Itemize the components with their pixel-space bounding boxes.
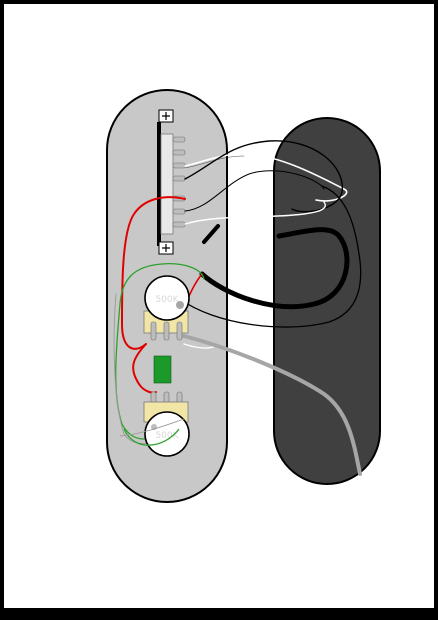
wiring-diagram-canvas: 500K 500K: [4, 4, 434, 608]
volume-pot-label: 500K: [155, 295, 179, 305]
green-wire: [115, 263, 167, 440]
switch-lugs-plate: [160, 133, 174, 235]
white-wire: [184, 170, 325, 212]
switch-lug: [172, 221, 186, 228]
pot-solder-point: [176, 301, 184, 309]
tone-pot-label: 500K: [155, 431, 179, 441]
switch-body: [157, 122, 161, 246]
green-wire: [161, 263, 205, 280]
plus-screw-icon: [158, 109, 174, 123]
wires: [113, 140, 362, 476]
switch-lug: [172, 175, 186, 182]
switch-lug: [172, 149, 186, 156]
wiring-diagram-svg: 500K 500K: [106, 89, 381, 503]
black-lead: [202, 224, 220, 244]
green-wire: [123, 428, 180, 446]
tone-pot: 500K: [143, 391, 190, 457]
plus-screw-icon: [158, 241, 174, 255]
potentiometer-icon: [144, 411, 190, 457]
black-cable: [199, 227, 350, 310]
switch-lug: [172, 162, 186, 169]
switch-lug: [172, 136, 186, 143]
capacitor-icon: [153, 355, 172, 384]
pot-lug: [163, 321, 170, 341]
white-wire: [184, 201, 326, 225]
pot-lugs: [150, 321, 183, 341]
volume-pot: 500K: [143, 275, 190, 341]
output-cable: [182, 334, 362, 476]
potentiometer-icon: [144, 275, 190, 321]
switch-lug: [172, 208, 186, 215]
pot-lug: [150, 321, 157, 341]
red-wire: [120, 196, 186, 350]
selector-switch: [157, 109, 186, 255]
black-wire: [179, 185, 362, 328]
pot-lug: [176, 321, 183, 341]
gray-wire: [119, 418, 185, 437]
white-wire: [184, 153, 348, 202]
